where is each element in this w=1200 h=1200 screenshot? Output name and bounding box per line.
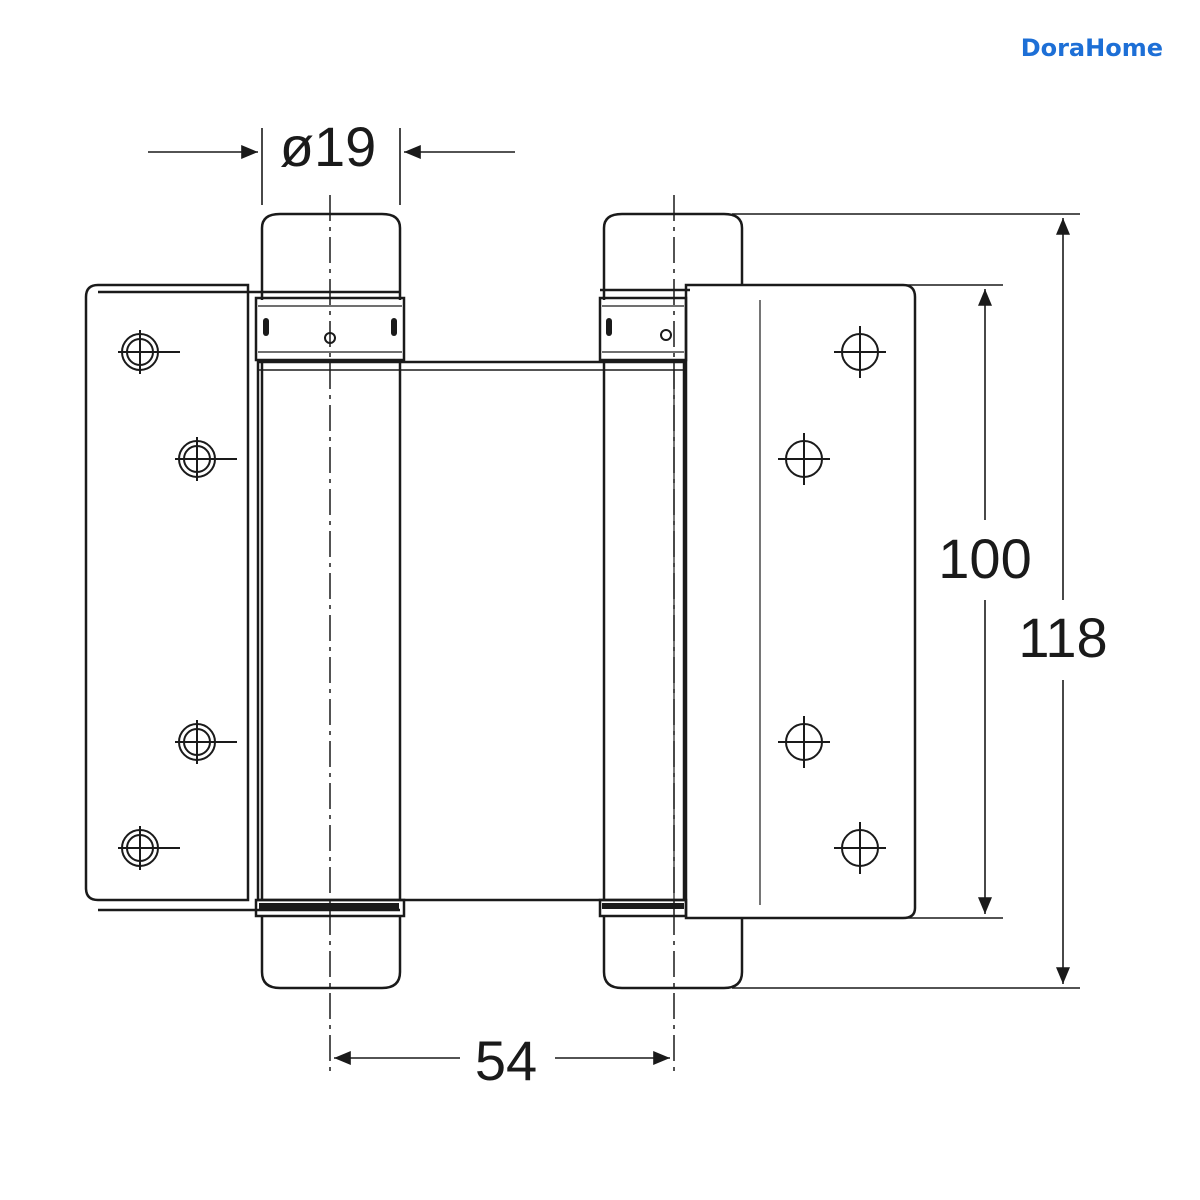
dimension-leaf-height [905,284,1003,919]
pin-diameter-label: ø19 [280,115,377,178]
right-barrel-bottom-collar [598,898,688,918]
overall-height-label: 118 [1018,606,1107,669]
screw-hole-left-3 [175,720,237,764]
pin-spacing-label: 54 [475,1029,537,1092]
screw-hole-left-2 [175,437,237,481]
screw-hole-right-3 [778,716,830,768]
pin-centerlines [329,195,675,1075]
leaf-height-label: 100 [938,527,1031,590]
screw-hole-right-2 [778,433,830,485]
right-barrel-bottom-cap [602,916,744,990]
right-barrel-top-cap [602,212,744,300]
left-barrel-bottom-cap [260,916,402,990]
dimension-overall-height [732,213,1080,989]
spring-body [256,360,686,902]
hinge-outline [84,212,917,990]
left-barrel-top-cap [260,212,402,300]
screw-hole-left-4 [118,826,180,870]
left-leaf-plate [84,283,250,902]
right-leaf-plate [684,283,917,920]
screw-hole-left-1 [118,330,180,374]
collar-rivets [259,318,684,909]
screw-holes [118,326,886,874]
brand-logo: DoraHome [1021,34,1163,62]
dimension-pin-diameter [148,128,515,205]
right-barrel-collar [598,296,688,362]
screw-hole-right-4 [834,822,886,874]
screw-hole-right-1 [834,326,886,378]
